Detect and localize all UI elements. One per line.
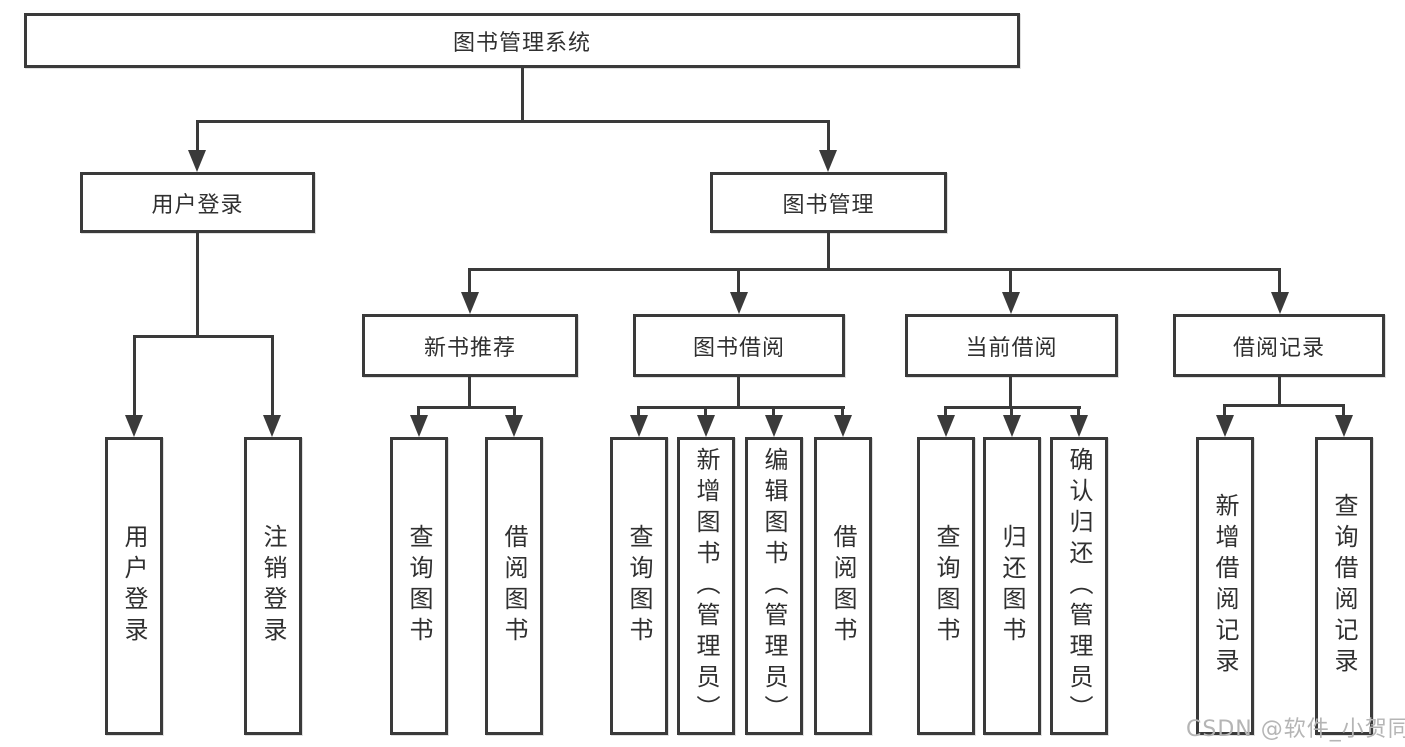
arrow-down-icon: [630, 415, 648, 437]
leaf-borrow-books-1: 借阅图书: [485, 437, 543, 735]
arrow-down-icon: [730, 292, 748, 314]
connector-line: [468, 268, 471, 294]
connector-line: [1009, 377, 1012, 408]
connector-line: [637, 406, 845, 409]
arrow-down-icon: [765, 415, 783, 437]
connector-line: [1077, 406, 1080, 417]
connector-line: [1009, 268, 1012, 294]
connector-line: [1010, 406, 1013, 417]
connector-line: [196, 120, 199, 152]
arrow-down-icon: [1002, 292, 1020, 314]
connector-line: [1278, 377, 1281, 406]
node-book-management: 图书管理: [710, 172, 947, 233]
arrow-down-icon: [125, 415, 143, 437]
connector-line: [196, 233, 199, 336]
connector-line: [737, 268, 740, 294]
leaf-query-borrow-record: 查询借阅记录: [1315, 437, 1373, 735]
connector-line: [133, 335, 274, 338]
arrow-down-icon: [263, 415, 281, 437]
connector-line: [133, 335, 136, 417]
connector-line: [521, 68, 524, 120]
connector-line: [944, 406, 947, 417]
arrow-down-icon: [937, 415, 955, 437]
leaf-add-books-admin: 新增图书（管理员）: [677, 437, 735, 735]
leaf-logout: 注销登录: [244, 437, 302, 735]
leaf-query-books-1: 查询图书: [390, 437, 448, 735]
leaf-user-login: 用户登录: [105, 437, 163, 735]
connector-line: [1278, 268, 1281, 294]
connector-line: [841, 406, 844, 417]
connector-line: [468, 268, 1281, 271]
arrow-down-icon: [410, 415, 428, 437]
node-borrowing-records: 借阅记录: [1173, 314, 1385, 377]
leaf-query-books-3: 查询图书: [917, 437, 975, 735]
arrow-down-icon: [188, 150, 206, 172]
connector-line: [513, 406, 516, 417]
connector-line: [827, 120, 830, 152]
arrow-down-icon: [505, 415, 523, 437]
connector-line: [1342, 404, 1345, 417]
node-user-login: 用户登录: [80, 172, 315, 233]
arrow-down-icon: [1271, 292, 1289, 314]
leaf-return-books: 归还图书: [983, 437, 1041, 735]
arrow-down-icon: [461, 292, 479, 314]
connector-line: [196, 120, 830, 123]
node-root: 图书管理系统: [24, 13, 1020, 68]
connector-line: [827, 233, 830, 270]
connector-line: [468, 377, 471, 408]
connector-line: [637, 406, 640, 417]
leaf-confirm-return-admin: 确认归还（管理员）: [1050, 437, 1108, 735]
connector-line: [417, 406, 420, 417]
csdn-watermark: CSDN @软件_小贺同学: [1186, 717, 1405, 742]
arrow-down-icon: [819, 150, 837, 172]
arrow-down-icon: [1216, 415, 1234, 437]
leaf-edit-books-admin: 编辑图书（管理员）: [745, 437, 803, 735]
arrow-down-icon: [1335, 415, 1353, 437]
arrow-down-icon: [834, 415, 852, 437]
connector-line: [417, 406, 516, 409]
arrow-down-icon: [697, 415, 715, 437]
connector-line: [1223, 404, 1345, 407]
arrow-down-icon: [1003, 415, 1021, 437]
connector-line: [772, 406, 775, 417]
leaf-add-borrow-record: 新增借阅记录: [1196, 437, 1254, 735]
node-book-borrowing: 图书借阅: [633, 314, 845, 377]
connector-line: [271, 335, 274, 417]
connector-line: [737, 377, 740, 408]
node-current-borrowing: 当前借阅: [905, 314, 1118, 377]
connector-line: [704, 406, 707, 417]
node-new-book-recommend: 新书推荐: [362, 314, 578, 377]
leaf-borrow-books-2: 借阅图书: [814, 437, 872, 735]
arrow-down-icon: [1070, 415, 1088, 437]
connector-line: [1223, 404, 1226, 417]
leaf-query-books-2: 查询图书: [610, 437, 668, 735]
